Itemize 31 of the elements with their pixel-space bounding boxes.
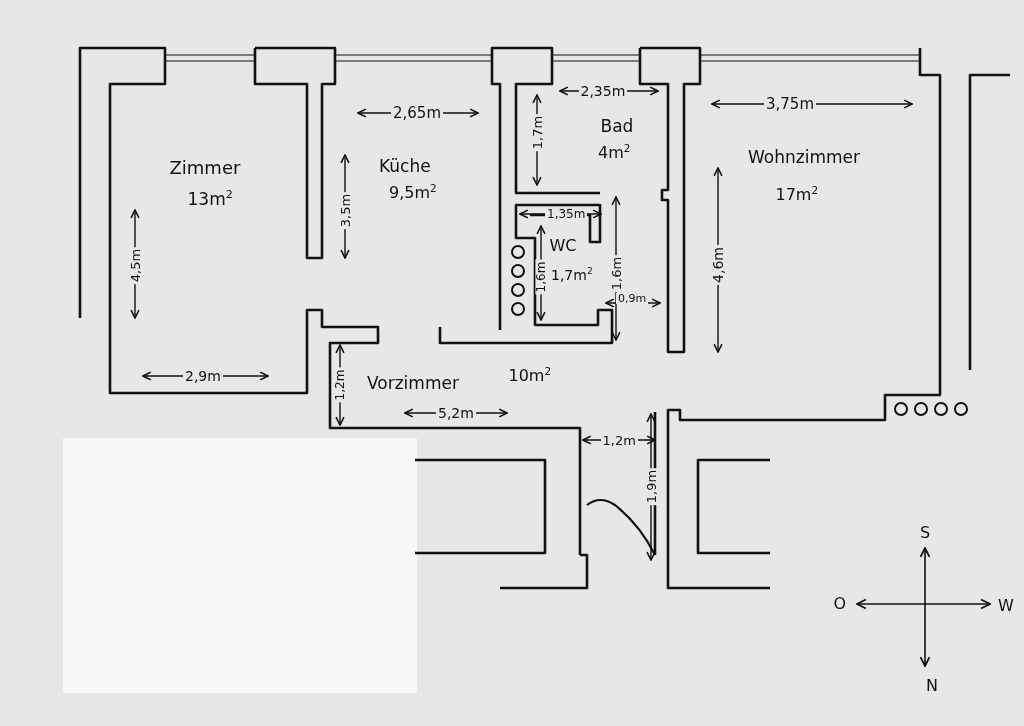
dimension-label: 5,2m — [436, 406, 476, 420]
dimension-label: 1,35m — [545, 208, 588, 220]
area-label: 17m$^{2}$ — [775, 185, 819, 204]
dimension-label: 4,6m — [710, 245, 725, 285]
room-label: Wohnzimmer — [748, 148, 860, 166]
area-label: 1,7m$^{2}$ — [551, 266, 593, 282]
area-label: 4m$^{2}$ — [598, 143, 631, 162]
room-label: WC — [549, 238, 577, 254]
area-label: 13m$^{2}$ — [187, 188, 233, 208]
room-label: Zimmer — [169, 159, 241, 177]
dimension-label: 0,9m — [616, 292, 649, 304]
dimension-label: 2,35m — [578, 84, 628, 98]
compass-label: S — [920, 525, 931, 541]
compass-label: O — [833, 596, 847, 612]
compass-label: N — [926, 678, 938, 694]
dimension-label: 3,5m — [338, 191, 352, 229]
room-label: Küche — [379, 157, 431, 175]
room-label: Vorzimmer — [367, 374, 459, 392]
dimension-label: 1,2m — [600, 433, 638, 447]
room-label: Bad — [600, 117, 634, 135]
dimension-label: 1,9m — [644, 467, 658, 505]
dimension-label: 2,9m — [183, 369, 223, 383]
compass-label: W — [998, 598, 1014, 614]
dimension-label: 1,6m — [609, 254, 623, 292]
dimension-label: 4,5m — [128, 246, 142, 284]
dimension-label: 1,2m — [333, 367, 346, 403]
dimension-label: 3,75m — [764, 96, 816, 112]
area-label: 9,5m$^{2}$ — [389, 183, 437, 202]
area-label: 10m$^{2}$ — [508, 366, 552, 385]
dimension-label: 2,65m — [391, 105, 443, 121]
dimension-label: 1,7m — [530, 113, 544, 151]
